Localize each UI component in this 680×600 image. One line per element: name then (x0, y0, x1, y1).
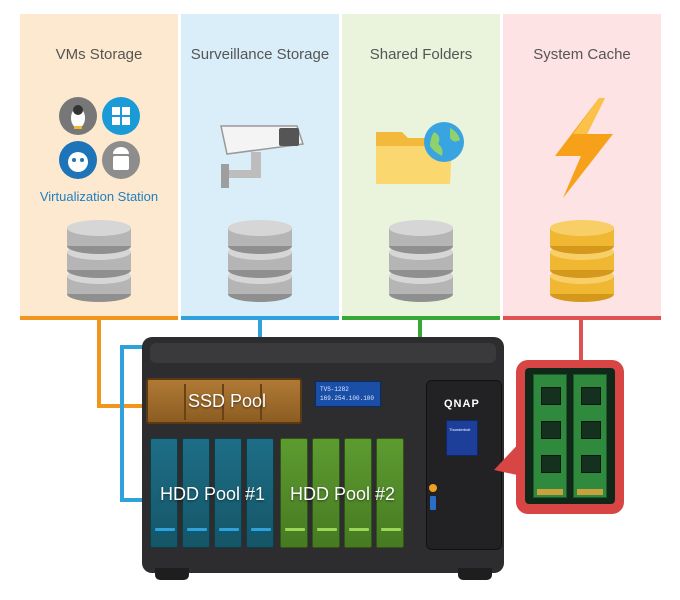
nas-foot-left (155, 568, 189, 580)
m2-connector (537, 489, 563, 495)
database-disk-1 (389, 220, 453, 254)
column-vms-storage: VMs Storage (20, 14, 178, 320)
column-title: Shared Folders (369, 46, 473, 63)
database-cylinder (67, 220, 131, 302)
m2-chip (541, 455, 561, 473)
column-underline (181, 316, 339, 320)
android-icon (102, 141, 140, 179)
freebsd-icon (59, 141, 97, 179)
hdd-bay-1 (150, 438, 178, 548)
database-cylinder (389, 220, 453, 302)
vms-line (97, 316, 154, 408)
column-title: VMs Storage (55, 46, 143, 63)
nas-top-edge (150, 343, 496, 363)
hdd-bay-4 (246, 438, 274, 548)
m2-connector (577, 489, 603, 495)
vm-os-icons (58, 96, 144, 182)
lcd-line-2: 169.254.100.100 (320, 395, 375, 402)
database-cylinder (228, 220, 292, 302)
hdd-bay-2 (182, 438, 210, 548)
database-disk-1 (550, 220, 614, 254)
thunderbolt-badge: Thunderbolt (446, 420, 478, 456)
hdd-bay-3 (214, 438, 242, 548)
column-system-cache: System Cache (503, 14, 661, 320)
windows-icon (102, 97, 140, 135)
hdd-bay-8 (376, 438, 404, 548)
ssd-slot-divider (184, 384, 186, 420)
column-surveillance-storage: Surveillance Storage (181, 14, 339, 320)
hdd-led (381, 528, 401, 531)
qnap-logo: QNAP (444, 398, 480, 410)
hdd-led (349, 528, 369, 531)
database-icon (226, 214, 294, 304)
power-button (429, 484, 437, 492)
lightning-icon (543, 94, 623, 209)
column-shared-folders: Shared Folders (342, 14, 500, 320)
column-title: Surveillance Storage (190, 46, 330, 63)
ssd-slot-divider (222, 384, 224, 420)
m2-chip (541, 387, 561, 405)
database-icon (65, 214, 133, 304)
hdd-led (155, 528, 175, 531)
column-underline (342, 316, 500, 320)
database-disk-1 (228, 220, 292, 254)
os-icon-grid (59, 97, 140, 179)
m2-chip (581, 387, 601, 405)
m2-chip (541, 421, 561, 439)
hdd-led (285, 528, 305, 531)
ssd-pool-label: SSD Pool (188, 391, 267, 411)
nas-front-panel (426, 380, 502, 550)
m2-chip (581, 455, 601, 473)
hdd-pool-1-label: HDD Pool #1 (160, 484, 266, 504)
database-disk-1 (67, 220, 131, 254)
security-camera-icon (217, 116, 307, 201)
column-underline (503, 316, 661, 320)
hdd-led (187, 528, 207, 531)
virtualization-station-label: Virtualization Station (39, 189, 159, 204)
ssd-slot-divider (260, 384, 262, 420)
folder-globe-icon (372, 118, 472, 195)
surveillance-line (120, 316, 262, 502)
database-cylinder (550, 220, 614, 302)
hdd-bay-6 (312, 438, 340, 548)
hdd-led (219, 528, 239, 531)
hdd-led (251, 528, 271, 531)
badge-text: Thunderbolt (449, 427, 471, 432)
nas-foot-right (458, 568, 492, 580)
column-underline (20, 316, 178, 320)
database-icon (387, 214, 455, 304)
m2-ssd-module-1 (533, 374, 567, 498)
m2-ssd-module-2 (573, 374, 607, 498)
m2-chip (581, 421, 601, 439)
callout-pointer (494, 440, 522, 476)
hdd-bay-5 (280, 438, 308, 548)
linux-icon (59, 97, 97, 135)
database-icon (548, 214, 616, 304)
lcd-display: TVS-1282 169.254.100.100 (315, 381, 381, 407)
hdd-bay-7 (344, 438, 372, 548)
ssd-pool (146, 378, 302, 424)
column-title: System Cache (533, 46, 631, 63)
usb-port (430, 496, 436, 510)
lcd-line-1: TVS-1282 (320, 386, 349, 393)
hdd-pool-2-label: HDD Pool #2 (290, 484, 396, 504)
hdd-led (317, 528, 337, 531)
